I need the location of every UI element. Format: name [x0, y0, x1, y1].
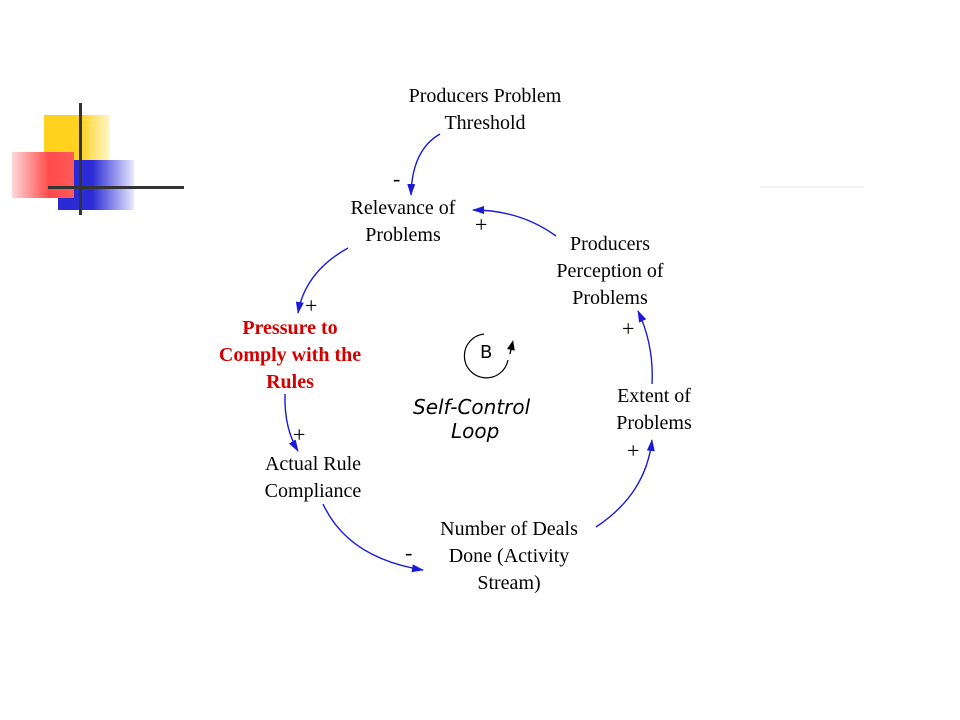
sign-pressure-to-compliance: +	[293, 422, 306, 447]
arrow-compliance-to-deals	[322, 503, 424, 573]
node-producers-perception-of-problems: Producers Perception of Problems	[532, 231, 688, 312]
node-line: Problems	[572, 287, 648, 309]
node-relevance-of-problems: Relevance of Problems	[325, 195, 481, 249]
logo-red-square	[12, 152, 74, 198]
node-line: Extent of	[617, 385, 691, 407]
node-producers-problem-threshold: Producers Problem Threshold	[382, 83, 588, 137]
node-line: Rules	[266, 371, 314, 393]
node-line: Threshold	[444, 112, 526, 134]
node-line: Relevance of	[350, 197, 456, 219]
loop-symbol-letter: B	[480, 342, 493, 363]
loop-label-line: Self-Control	[413, 395, 531, 419]
sign-extent-to-perception: +	[622, 316, 635, 341]
sign-perception-to-relevance: +	[475, 212, 488, 237]
node-line: Producers	[570, 233, 650, 255]
sign-deals-to-extent: +	[627, 438, 640, 463]
faint-divider-line	[760, 186, 864, 188]
sign-relevance-to-pressure: +	[305, 293, 318, 318]
node-line: Problems	[616, 412, 692, 434]
node-line: Done (Activity	[448, 545, 570, 567]
corner-logo	[0, 0, 200, 220]
node-line: Producers Problem	[408, 85, 562, 107]
logo-horizontal-line	[48, 186, 184, 189]
node-line: Actual Rule	[264, 453, 362, 475]
node-line: Perception of	[556, 260, 664, 282]
arrow-relevance-to-pressure	[295, 247, 349, 314]
node-pressure-to-comply: Pressure to Comply with the Rules	[196, 315, 384, 396]
loop-label: Self-Control Loop	[413, 395, 530, 443]
node-line: Compliance	[264, 480, 362, 502]
arrow-perception-to-relevance	[472, 206, 557, 237]
node-line: Number of Deals	[440, 518, 578, 540]
node-line: Pressure to	[242, 317, 338, 339]
sign-compliance-to-deals: -	[405, 540, 413, 565]
node-number-of-deals-done: Number of Deals Done (Activity Stream)	[416, 516, 602, 597]
loop-symbol-circle	[463, 333, 509, 379]
node-line: Comply with the	[218, 344, 362, 366]
node-line: Stream)	[477, 572, 541, 594]
arrow-threshold-to-relevance	[407, 133, 441, 196]
arrow-pressure-to-compliance	[284, 393, 299, 452]
node-line: Problems	[365, 224, 441, 246]
loop-label-line: Loop	[451, 419, 500, 443]
logo-vertical-line	[79, 103, 82, 215]
loop-symbol-arrow	[507, 340, 515, 355]
node-extent-of-problems: Extent of Problems	[594, 383, 714, 437]
arrow-extent-to-perception	[637, 310, 653, 385]
arrow-deals-to-extent	[595, 439, 655, 528]
sign-threshold-to-relevance: -	[393, 166, 401, 191]
node-actual-rule-compliance: Actual Rule Compliance	[240, 451, 386, 505]
